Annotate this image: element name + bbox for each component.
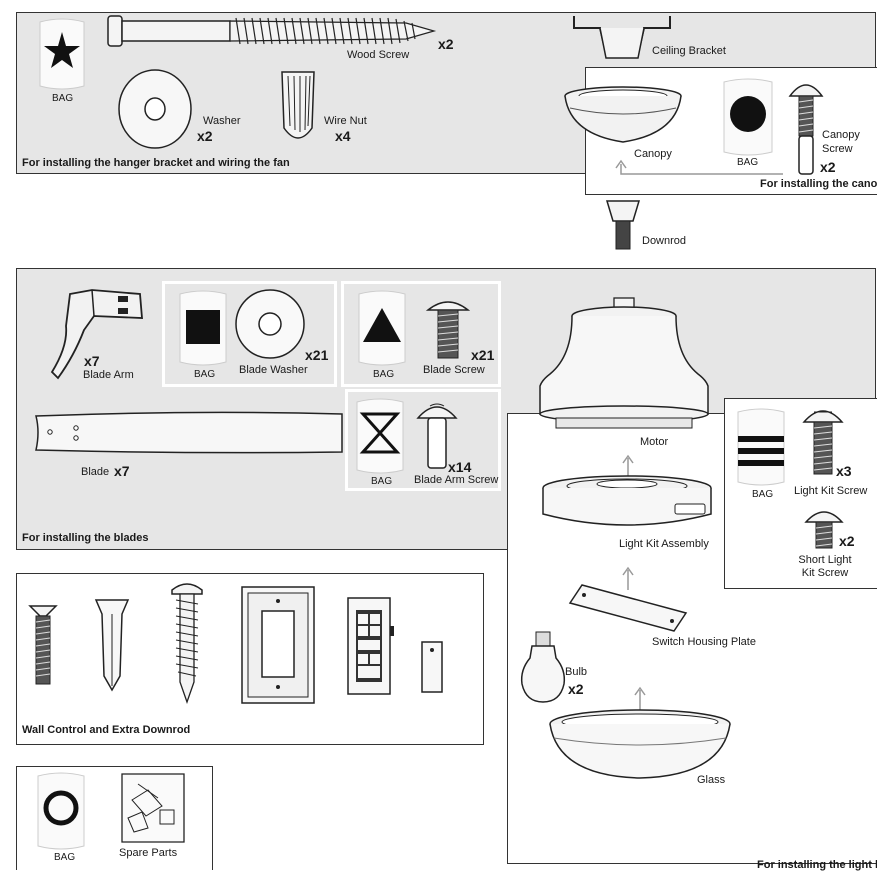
blade-label: Blade [81, 466, 110, 478]
wire-nut-label: Wire Nut [324, 115, 367, 127]
glass-icon [549, 709, 731, 779]
wall-control-panel-caption: Wall Control and Extra Downrod [22, 724, 191, 736]
light-kit-arrow-icon [622, 566, 634, 590]
blades-panel-caption: For installing the blades [22, 532, 149, 544]
wood-screw-label: Wood Screw [347, 49, 410, 61]
blade-arm-screw-icon [416, 403, 458, 469]
switch-housing-plate-icon [568, 584, 688, 632]
washer-qty: x2 [197, 128, 213, 144]
light-kit-assembly-icon [542, 475, 712, 526]
light-kit-screw-label: Light Kit Screw [794, 485, 868, 497]
light-kit-screw-icon [802, 410, 844, 475]
canopy-label: Canopy [634, 148, 672, 160]
canopy-screw-icon [788, 84, 824, 175]
glass-arrow-icon [634, 686, 646, 710]
spare-bag-icon [37, 772, 85, 850]
short-light-kit-screw-label-1: Short Light [798, 554, 852, 566]
blade-washer-qty: x21 [305, 347, 329, 363]
star-bag-label: BAG [52, 93, 74, 104]
canopy-icon [564, 86, 682, 143]
wall-plate-icon [241, 586, 315, 704]
wall-control-icon [347, 597, 394, 695]
motor-icon [539, 297, 709, 429]
canopy-arrow-icon [615, 159, 783, 175]
blade-screw-label: Blade Screw [423, 364, 485, 376]
downrod-label: Downrod [642, 235, 687, 247]
wood-screw-qty: x2 [438, 36, 454, 52]
short-light-kit-screw-qty: x2 [839, 533, 855, 549]
canopy-panel-caption: For installing the canopy [760, 178, 877, 190]
canopy-bag-label: BAG [737, 157, 759, 168]
washer-label: Washer [203, 115, 241, 127]
blade-icon [35, 411, 343, 454]
canopy-bag-icon [723, 78, 773, 156]
short-light-kit-screw-label-2: Kit Screw [801, 567, 849, 579]
wire-nut-icon [281, 71, 315, 139]
spare-parts-label: Spare Parts [119, 847, 178, 859]
bulb-icon [520, 631, 566, 703]
screw-icon [28, 605, 58, 685]
short-light-kit-screw-icon [804, 511, 844, 549]
switch-housing-plate-label: Switch Housing Plate [652, 636, 756, 648]
hardware-panel-caption: For installing the hanger bracket and wi… [22, 157, 290, 169]
light-kit-screw-qty: x3 [836, 463, 852, 479]
motor-arrow-icon [622, 454, 634, 478]
ceiling-bracket-icon [573, 16, 671, 59]
blade-washer-bag-icon [179, 290, 227, 366]
blade-washer-bag-label: BAG [194, 369, 216, 380]
spare-bag-label: BAG [54, 852, 76, 863]
wall-anchor-icon [94, 599, 130, 692]
blade-screw-qty: x21 [471, 347, 495, 363]
bulb-label: Bulb [565, 666, 588, 678]
canopy-screw-label: Canopy Screw [822, 128, 862, 156]
canopy-screw-text: Canopy Screw [822, 129, 860, 155]
blade-washer-label: Blade Washer [239, 364, 308, 376]
canopy-screw-qty: x2 [820, 159, 836, 175]
blade-arm-screw-bag-icon [356, 398, 404, 474]
light-kit-assembly-label: Light Kit Assembly [619, 538, 709, 550]
wall-bracket-icon [421, 641, 443, 693]
star-bag-icon [39, 18, 85, 90]
blade-arm-screw-label: Blade Arm Screw [414, 474, 499, 486]
downrod-icon [605, 200, 641, 250]
blade-qty: x7 [114, 463, 130, 479]
blade-arm-screw-bag-label: BAG [371, 476, 393, 487]
light-kit-bag-icon [737, 408, 785, 486]
blade-screw-bag-icon [358, 290, 406, 366]
spare-parts-icon [121, 773, 185, 843]
blade-washer-icon [235, 289, 305, 359]
blade-arm-qty: x7 [84, 353, 100, 369]
bulb-qty: x2 [568, 681, 584, 697]
wall-screw-icon [171, 583, 203, 704]
blade-screw-bag-label: BAG [373, 369, 395, 380]
wood-screw-icon [107, 15, 437, 47]
blade-arm-screw-qty: x14 [448, 459, 472, 475]
ceiling-bracket-label: Ceiling Bracket [652, 45, 726, 57]
wire-nut-qty: x4 [335, 128, 351, 144]
blade-screw-icon [425, 301, 471, 359]
blade-arm-label: Blade Arm [83, 369, 134, 381]
light-kit-bag-label: BAG [752, 489, 774, 500]
motor-label: Motor [640, 436, 669, 448]
glass-label: Glass [697, 774, 726, 786]
light-kit-panel-caption: For installing the light kit [757, 859, 877, 871]
blade-arm-icon [50, 289, 143, 380]
washer-icon [118, 69, 192, 149]
